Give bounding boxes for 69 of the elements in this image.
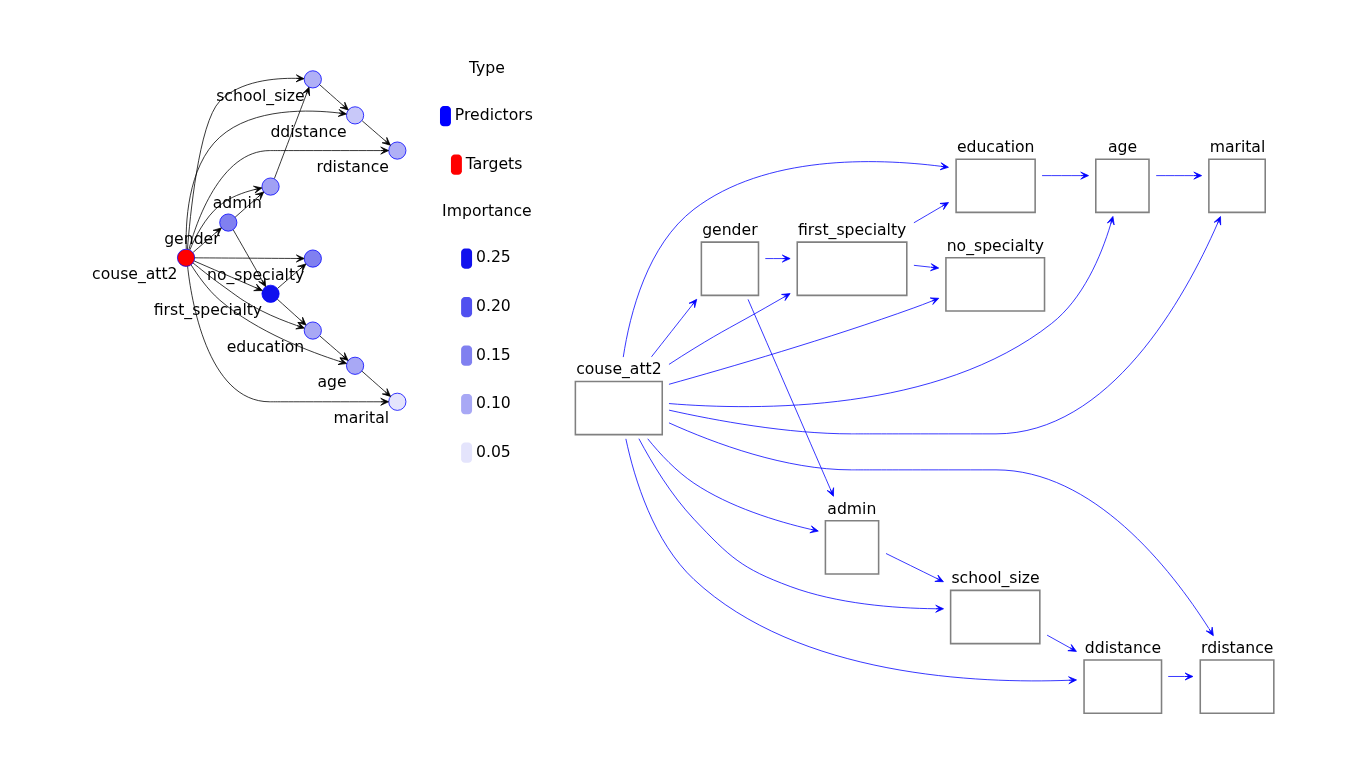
node-label: no_specialty [946, 235, 1044, 255]
node-circle [303, 70, 322, 89]
arrow [668, 422, 1214, 637]
node-label: age [1107, 137, 1137, 157]
node-label: ddistance [1084, 637, 1161, 657]
arrow [185, 109, 347, 250]
arrow [668, 216, 1221, 435]
arrow [188, 146, 389, 250]
node-label: marital [333, 407, 389, 427]
node-label: gender [701, 220, 758, 240]
node-label: admin [826, 498, 876, 518]
legend-label: Targets [465, 153, 522, 173]
node-label: ddistance [269, 121, 347, 141]
node-circle [303, 321, 322, 340]
node-label: education [956, 137, 1034, 157]
arrow [764, 254, 791, 263]
arrow [747, 299, 834, 497]
legend-label: 0.20 [475, 296, 511, 316]
arrow [186, 74, 304, 250]
arrow [625, 438, 1077, 685]
arrow [190, 264, 347, 365]
label: Type [468, 58, 505, 78]
arrow [1167, 672, 1193, 681]
arrow [668, 293, 790, 365]
arrow [885, 553, 944, 583]
arrow [668, 216, 1115, 407]
legend-label: 0.05 [475, 441, 511, 461]
node-circle [261, 284, 280, 303]
node-circle [387, 392, 406, 411]
arrow [1155, 171, 1202, 180]
node-label: education [226, 336, 304, 356]
node-circle [345, 106, 364, 125]
arrow [650, 298, 697, 358]
arrow [193, 254, 305, 263]
legend-label: 0.10 [475, 393, 511, 413]
node-circle [387, 141, 406, 160]
node-circle [218, 213, 237, 232]
legend-label: 0.15 [475, 344, 511, 364]
node-label: rdistance [316, 156, 389, 176]
node-label: school_size [215, 85, 305, 105]
arrow [360, 370, 391, 397]
arrow [1046, 634, 1077, 652]
node-label: couse_att2 [575, 359, 662, 379]
arrow [1041, 171, 1089, 180]
node-circle [261, 177, 280, 196]
node-circle [303, 249, 322, 268]
node-label: age [316, 371, 347, 391]
node-circle [176, 248, 195, 267]
arrow [186, 266, 389, 406]
node-label: couse_att2 [91, 263, 178, 283]
legend-label: Predictors [454, 105, 533, 125]
arrow [276, 298, 306, 326]
arrow [638, 438, 944, 613]
arrow [646, 438, 819, 534]
arrow [913, 202, 949, 224]
arrow [361, 120, 391, 146]
arrow [668, 297, 939, 385]
legend-label: 0.25 [475, 247, 511, 267]
arrow [913, 263, 939, 272]
node-label: rdistance [1200, 637, 1273, 657]
node-circle [345, 356, 364, 375]
arrow [622, 161, 949, 358]
arrow [318, 84, 349, 111]
label: Importance [441, 200, 532, 220]
arrow [273, 86, 310, 179]
node-label: first_specialty [797, 220, 906, 240]
node-label: marital [1209, 137, 1265, 157]
arrow [319, 335, 348, 361]
node-label: school_size [950, 568, 1040, 588]
